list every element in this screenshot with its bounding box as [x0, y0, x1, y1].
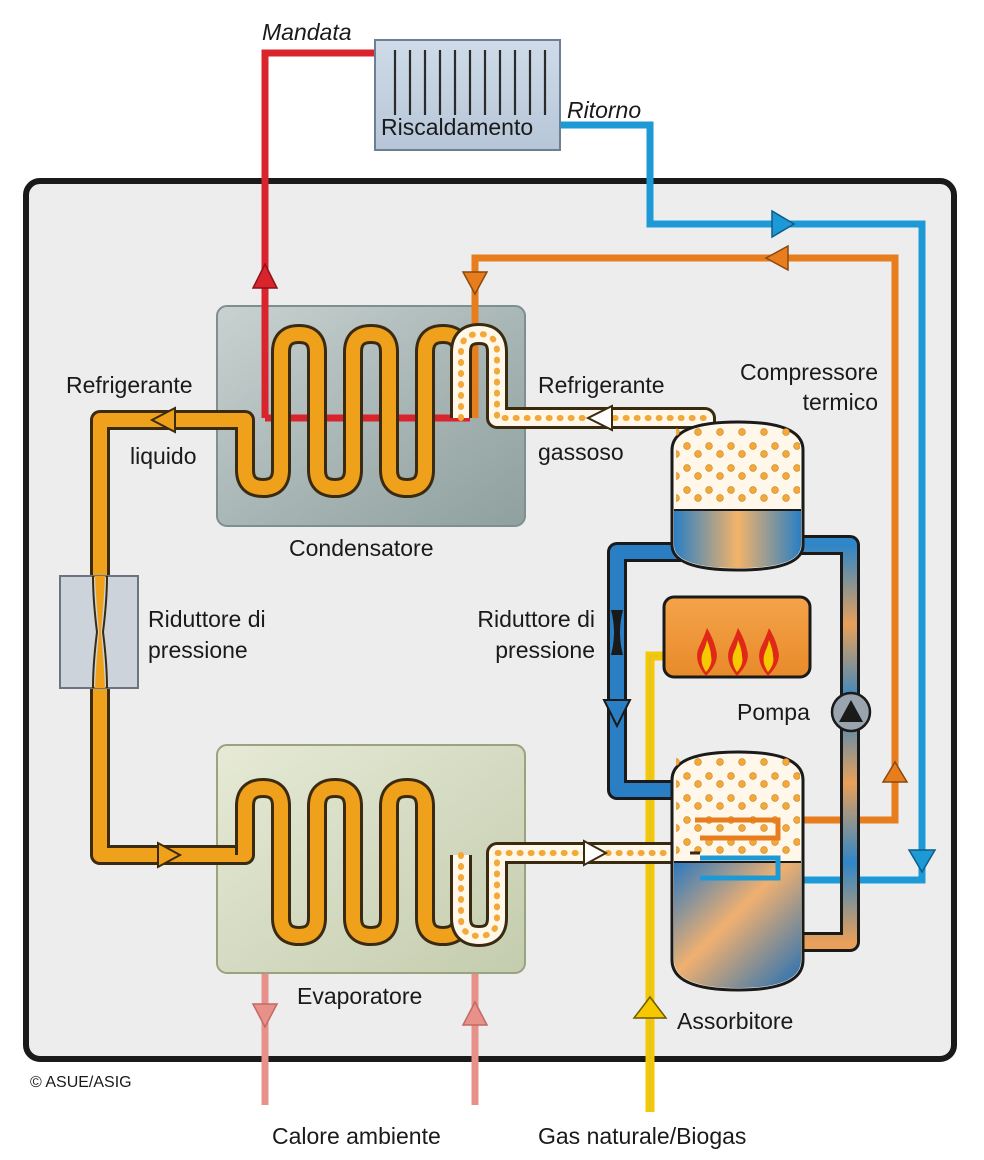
- label-riduttore-left-1: Riduttore di: [148, 606, 266, 632]
- heat-loop-arrow-top: [764, 244, 789, 272]
- heat-loop-arrow-down: [461, 271, 489, 296]
- pump: [830, 691, 872, 733]
- label-condensatore: Condensatore: [289, 535, 434, 561]
- condenser-coil: [178, 323, 716, 498]
- label-riduttore-right-2: pressione: [495, 637, 595, 663]
- liquid-arrow-bottom: [157, 841, 183, 869]
- label-refrigerante-liquido-2: liquido: [130, 443, 197, 469]
- gas-line: [632, 651, 668, 1112]
- label-gas-naturale: Gas naturale/Biogas: [538, 1123, 746, 1149]
- flame-icon: [697, 628, 717, 676]
- return-arrow-top: [771, 209, 796, 239]
- radiator: [374, 39, 561, 151]
- label-refrigerante-liquido-1: Refrigerante: [66, 372, 193, 398]
- label-pompa: Pompa: [737, 699, 810, 725]
- label-riduttore-right-1: Riduttore di: [477, 606, 595, 632]
- label-ritorno: Ritorno: [567, 97, 641, 123]
- label-mandata: Mandata: [262, 19, 352, 45]
- solution-circuit: [602, 535, 860, 952]
- label-refrigerante-gassoso-2: gassoso: [538, 439, 624, 465]
- pressure-reducer-right: [611, 610, 623, 655]
- ambient-in-arrow: [461, 1000, 489, 1026]
- generator-vessel: [670, 420, 805, 572]
- gas-arrow: [632, 995, 668, 1019]
- supply-arrow: [251, 262, 279, 289]
- solution-arrow-down: [602, 699, 632, 729]
- label-copyright: © ASUE/ASIG: [30, 1074, 132, 1091]
- liquid-arrow-top: [149, 406, 176, 434]
- burner: [662, 595, 812, 679]
- heat-loop-arrow-right: [881, 760, 909, 783]
- label-compressore-2: termico: [803, 389, 878, 415]
- label-riscaldamento: Riscaldamento: [381, 114, 533, 140]
- flame-icon: [759, 628, 779, 676]
- absorber-vessel: [670, 750, 805, 992]
- return-arrow-right: [907, 849, 937, 874]
- pump-icon: [839, 700, 863, 722]
- label-riduttore-left-2: pressione: [148, 637, 248, 663]
- supply-line: [251, 49, 470, 422]
- label-evaporatore: Evaporatore: [297, 983, 422, 1009]
- ambient-out-arrow: [251, 1003, 279, 1029]
- gas-refrigerant-arrow: [585, 404, 613, 432]
- label-calore-ambiente: Calore ambiente: [272, 1123, 441, 1149]
- evaporator-out-arrow: [583, 839, 609, 867]
- label-compressore-1: Compressore: [740, 359, 878, 385]
- evaporator-coil: [235, 778, 693, 947]
- label-assorbitore: Assorbitore: [677, 1008, 793, 1034]
- pressure-reducer-left: [59, 575, 139, 689]
- label-refrigerante-gassoso-1: Refrigerante: [538, 372, 665, 398]
- flame-icon: [728, 628, 748, 676]
